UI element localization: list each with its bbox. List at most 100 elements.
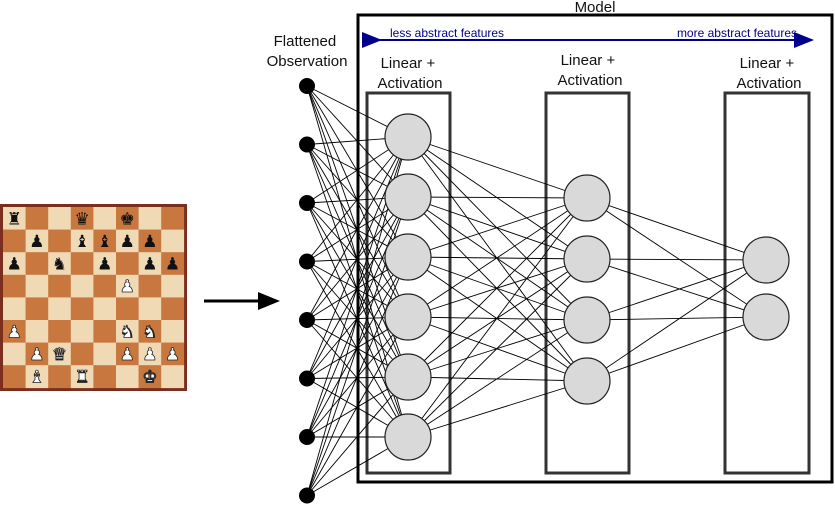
layer-1-neuron <box>384 233 432 281</box>
connection-line <box>407 136 588 260</box>
board-square <box>93 274 117 298</box>
connection-line <box>586 258 767 318</box>
board-square <box>70 320 94 343</box>
connection-line <box>407 136 588 199</box>
chess-piece: ♚ <box>142 368 157 388</box>
board-square <box>3 365 26 389</box>
connection-line <box>407 256 588 321</box>
board-square <box>3 320 26 343</box>
chess-piece: ♟ <box>120 232 135 252</box>
board-square <box>138 274 162 298</box>
chess-piece: ♟ <box>7 255 22 275</box>
board-square <box>93 207 117 230</box>
board-square <box>25 274 49 298</box>
board-square <box>116 252 139 276</box>
connection-line <box>306 376 409 496</box>
layer-3-neuron <box>742 293 790 341</box>
connection-line <box>407 197 588 438</box>
input-node <box>299 312 315 328</box>
connection-line <box>306 144 409 258</box>
board-square <box>93 252 117 276</box>
input-label-line-1: Flattened <box>274 33 337 50</box>
chess-piece: ♟ <box>29 345 44 365</box>
chess-piece: ♛ <box>74 209 89 229</box>
connection-line <box>306 85 409 318</box>
connection-line <box>407 316 588 382</box>
connection-line <box>586 197 767 261</box>
connection-line <box>306 256 409 496</box>
layer-1-label-line-1: Linear + <box>381 55 436 72</box>
connection-line <box>407 196 588 260</box>
connection-line <box>407 196 588 321</box>
board-square <box>138 297 162 321</box>
board-square <box>3 207 26 230</box>
board-square <box>138 207 162 230</box>
chess-piece: ♞ <box>120 322 135 342</box>
chessboard-squares <box>3 207 185 389</box>
layer-3-box <box>723 91 811 475</box>
connection-line <box>407 136 588 321</box>
board-square <box>48 297 72 321</box>
layer-2-label: Linear + Activation <box>557 52 622 89</box>
network-nodes <box>299 78 790 504</box>
connection-line <box>306 202 409 378</box>
chess-piece: ♝ <box>29 368 44 388</box>
layer-2-box <box>544 91 631 475</box>
connection-line <box>306 144 409 378</box>
board-square <box>25 342 49 366</box>
layer-3-label: Linear + Activation <box>736 55 801 92</box>
connection-line <box>586 259 767 382</box>
connection-line <box>306 136 409 262</box>
board-square <box>70 207 94 230</box>
input-arrow <box>204 292 280 310</box>
input-node <box>299 429 315 445</box>
board-square <box>25 207 49 230</box>
board-square <box>48 365 72 389</box>
chessboard-pieces: ♜♛♚♟♝♝♟♟♟♞♟♟♟♟♟♞♞♟♛♟♟♟♝♜♚ <box>6 209 180 388</box>
connection-line <box>306 85 409 258</box>
board-square <box>3 342 26 366</box>
board-square <box>48 207 72 230</box>
layer-2-neuron <box>563 174 611 222</box>
layer-3-label-line-1: Linear + <box>740 55 795 72</box>
layer-2-neuron <box>563 357 611 405</box>
connection-line <box>407 380 588 438</box>
chess-piece: ♜ <box>7 209 22 229</box>
input-node <box>299 195 315 211</box>
chess-piece: ♝ <box>97 232 112 252</box>
board-square <box>25 252 49 276</box>
chess-piece: ♟ <box>120 345 135 365</box>
connection-line <box>407 258 588 438</box>
connection-line <box>306 85 409 198</box>
connection-line <box>407 256 588 382</box>
layer-2-neuron <box>563 235 611 283</box>
input-node <box>299 253 315 270</box>
board-square <box>25 297 49 321</box>
more-abstract-label: more abstract features <box>677 26 797 40</box>
chess-piece: ♜ <box>74 368 89 388</box>
board-square <box>161 274 185 298</box>
chess-piece: ♞ <box>142 322 157 342</box>
abstraction-arrow: less abstract features more abstract fea… <box>362 26 814 48</box>
less-abstract-label: less abstract features <box>390 26 504 40</box>
layer-1-neuron <box>384 353 432 401</box>
board-square <box>70 365 94 389</box>
input-node <box>299 78 315 94</box>
connection-line <box>586 316 767 382</box>
connection-line <box>306 202 409 438</box>
layer-1-label-line-2: Activation <box>377 75 442 92</box>
input-node <box>299 370 315 387</box>
chess-piece: ♚ <box>120 209 135 229</box>
board-square <box>48 252 72 276</box>
board-square <box>48 274 72 298</box>
board-square <box>3 252 26 276</box>
board-square <box>3 297 26 321</box>
board-square <box>116 320 139 343</box>
board-square <box>116 342 139 366</box>
chess-piece: ♟ <box>97 255 112 275</box>
layer-1-neuron <box>384 413 432 461</box>
input-label-line-2: Observation <box>267 53 348 70</box>
board-square <box>70 342 94 366</box>
